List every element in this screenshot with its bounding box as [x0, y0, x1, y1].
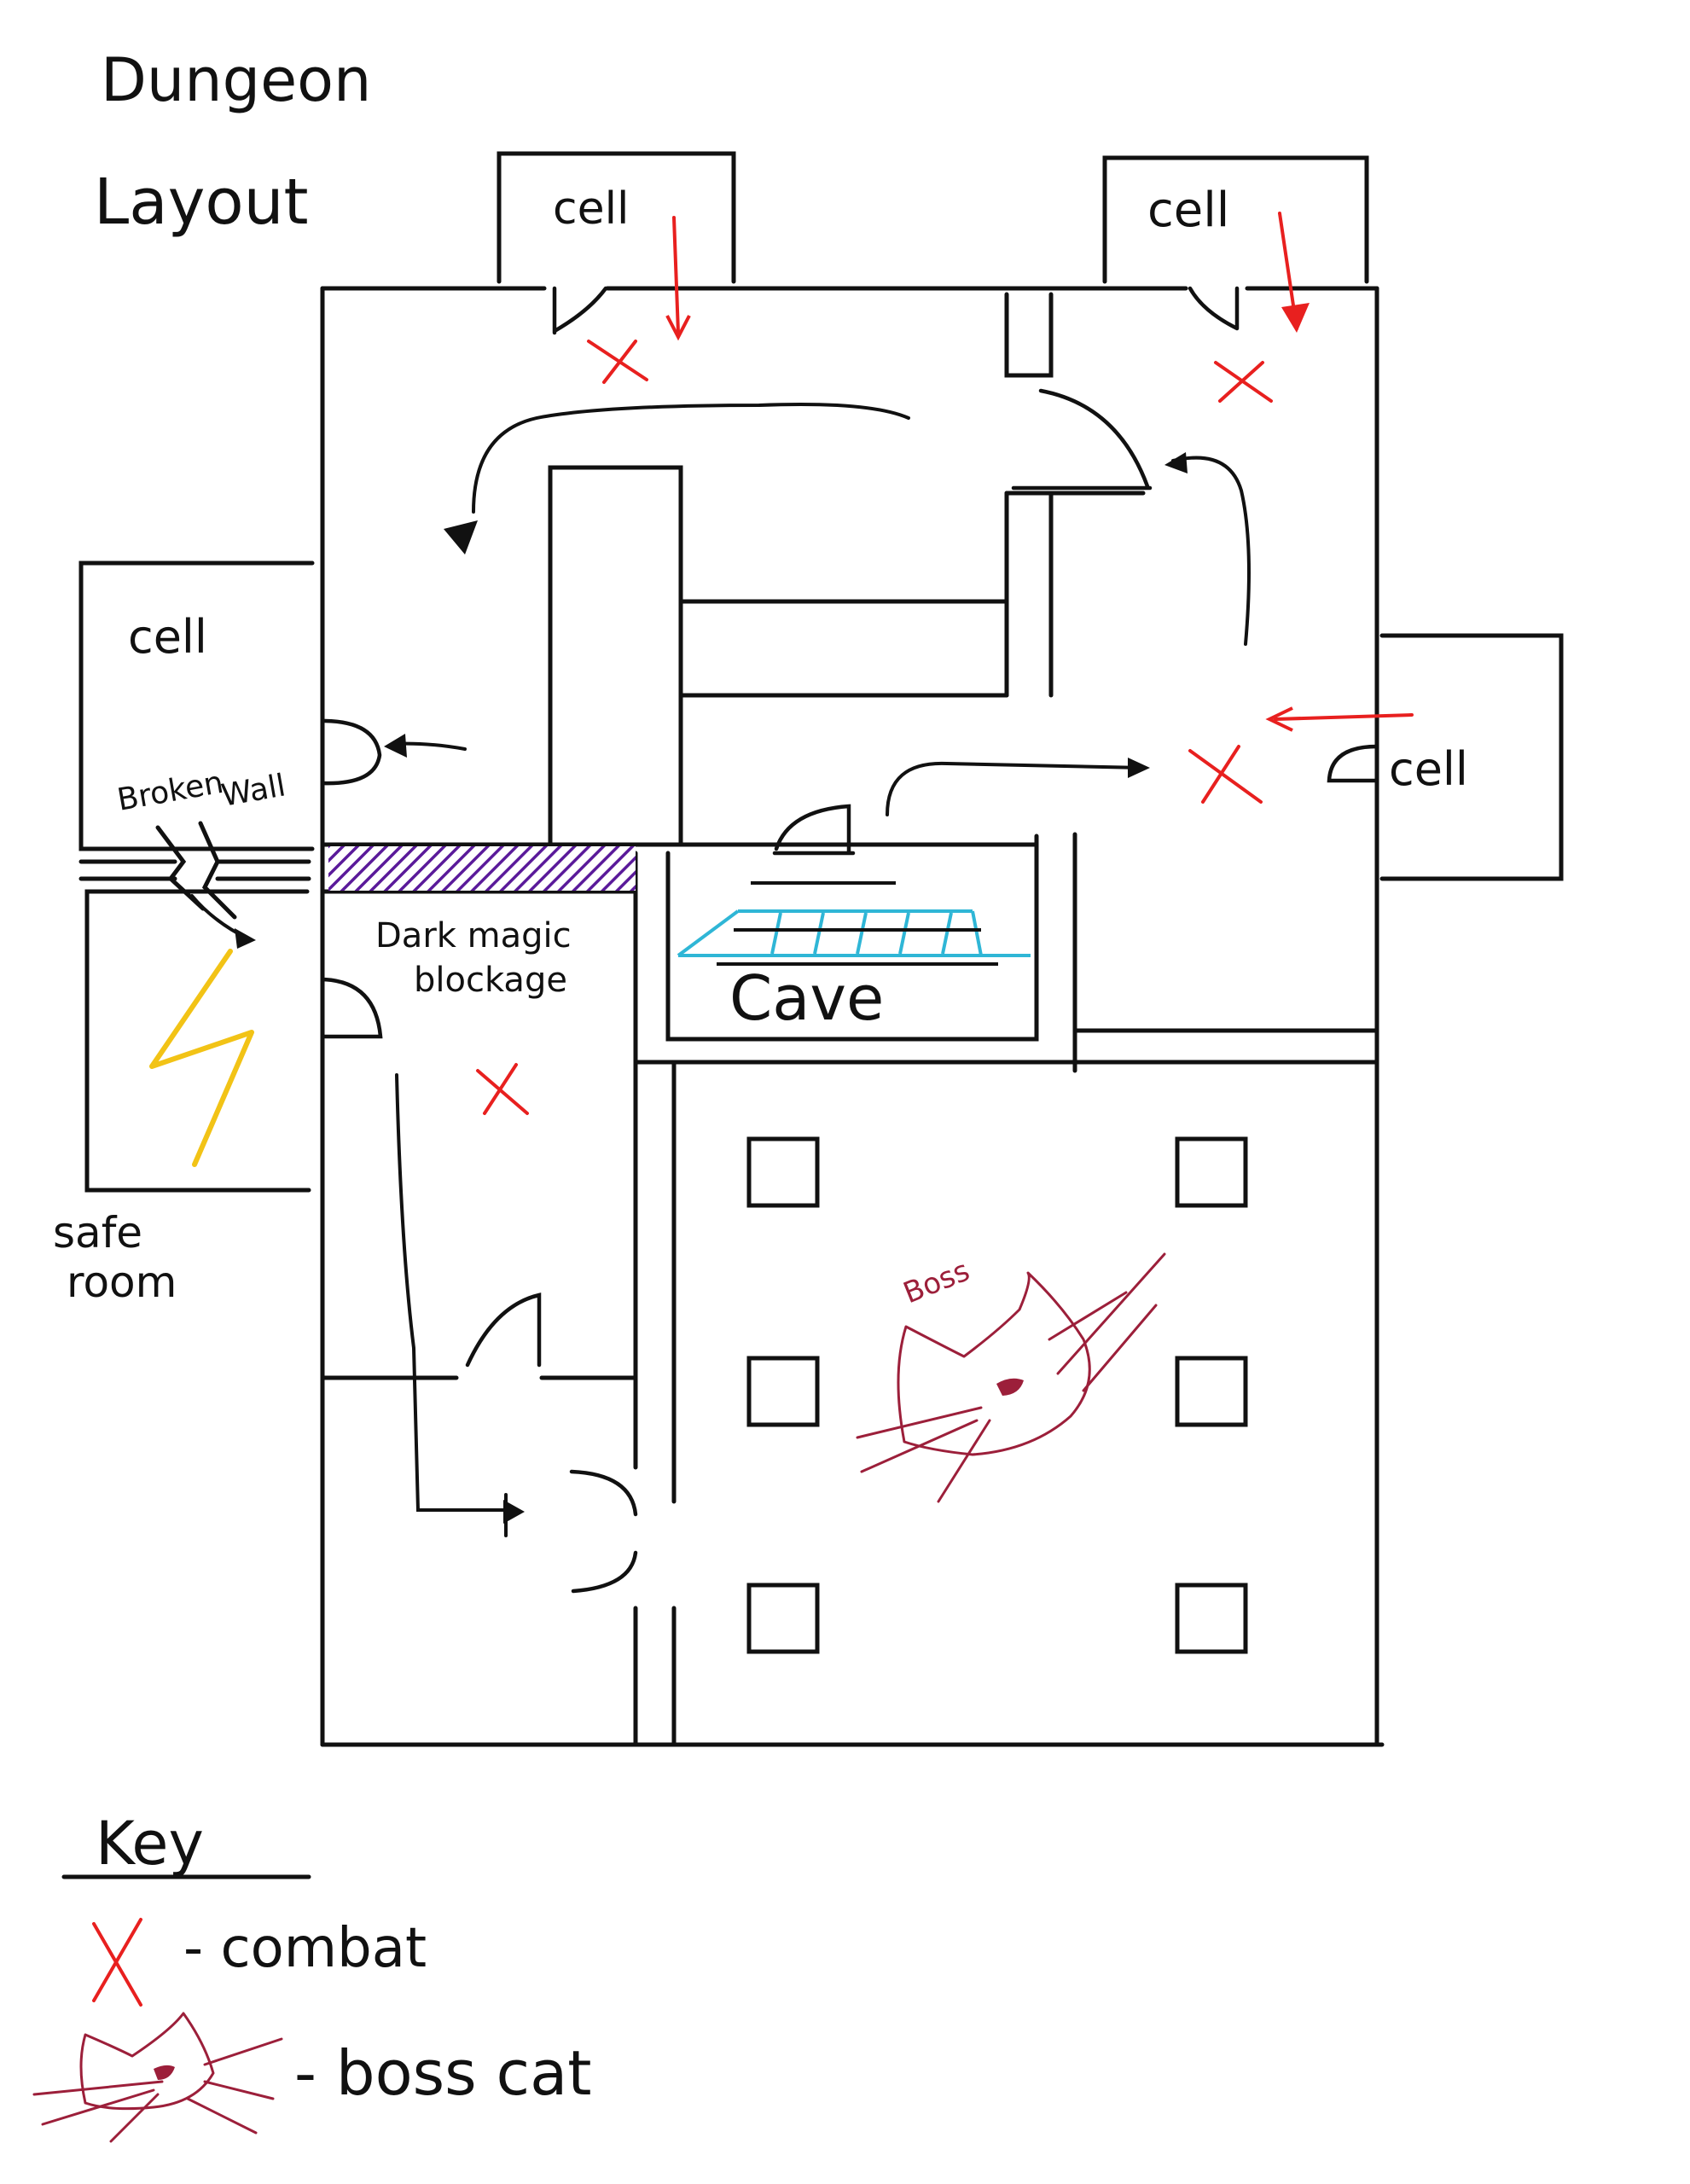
cell-top-right: cell: [1102, 155, 1369, 284]
boss-cat-icon: Boss: [856, 1252, 1166, 1503]
legend-boss-cat-label: - boss cat: [294, 2037, 591, 2109]
door-cave: [772, 804, 856, 856]
door-right-cell: [1327, 744, 1379, 783]
combat-x-icon: [587, 340, 648, 384]
cell-top-left-label: cell: [553, 183, 629, 235]
cave-label: Cave: [729, 962, 884, 1034]
path-arrow-cave-exit-head: [1128, 758, 1150, 778]
legend-combat-label: - combat: [183, 1917, 427, 1980]
door-left-cell: [320, 718, 382, 786]
legend-boss-cat-icon: [32, 2012, 283, 2143]
safe-room-label-line-1: safe: [53, 1208, 142, 1258]
enemy-arrow-top-left: [672, 216, 680, 334]
cell-right-label: cell: [1389, 742, 1468, 796]
dark-magic-label-line-2: blockage: [414, 961, 567, 1000]
broken-wall: Broken Wall: [78, 765, 311, 949]
legend: Key - combat - boss cat: [32, 1809, 591, 2143]
cell-top-right-label: cell: [1147, 183, 1229, 238]
pillar: [1175, 1356, 1248, 1427]
pillar: [1175, 1583, 1248, 1654]
combat-x-icon: [476, 1063, 529, 1115]
pillar: [746, 1356, 820, 1427]
map-title-line-2: Layout: [94, 166, 309, 239]
path-arrow-lower-head: [503, 1500, 525, 1524]
cell-top-left: cell: [497, 151, 736, 284]
broken-wall-label-broken: Broken: [114, 765, 225, 818]
pillar: [746, 1583, 820, 1654]
path-arrows: [384, 403, 1251, 1537]
cell-left-label: cell: [128, 610, 207, 664]
door-safe-room: [320, 977, 383, 1039]
doors: [320, 286, 1379, 1594]
legend-heading: Key: [96, 1809, 204, 1879]
interior-walls: [320, 292, 1379, 1747]
path-arrow-top: [472, 403, 910, 514]
safe-room: safe room: [53, 889, 325, 1307]
door-top-corridor: [1011, 388, 1153, 491]
enemy-arrow-top-right-head: [1281, 303, 1310, 333]
dark-magic-blockage: [328, 846, 636, 891]
broken-wall-arrowhead: [235, 928, 256, 949]
cell-right: cell: [1379, 633, 1564, 881]
dark-magic-label-line-1: Dark magic: [375, 916, 572, 956]
combat-x-icon: [1188, 745, 1263, 804]
door-top-left-cell: [552, 286, 608, 335]
boss-room-pillars: [746, 1136, 1248, 1654]
path-arrow-right: [1171, 456, 1251, 646]
enemy-arrow-right-cell-head: [1265, 706, 1293, 732]
path-arrow-top-head: [444, 520, 478, 555]
combat-markers: [476, 340, 1273, 1115]
broken-wall-label-wall: Wall: [218, 768, 287, 813]
door-lower-left: [465, 1292, 542, 1368]
outer-walls: [320, 286, 1385, 1747]
door-boss-room: [569, 1469, 638, 1594]
door-top-right-cell: [1188, 286, 1240, 331]
path-arrow-right-head: [1164, 452, 1188, 473]
enemy-entry-arrows: [665, 212, 1414, 732]
enemy-arrow-top-left-head: [665, 315, 691, 341]
pillar: [1175, 1136, 1248, 1208]
map-title-line-1: Dungeon: [101, 45, 371, 115]
combat-x-icon: [1214, 361, 1273, 403]
path-arrow-lower: [395, 1073, 514, 1512]
path-arrow-left-cell-head: [384, 734, 407, 758]
path-arrow-cave-exit: [886, 761, 1145, 816]
cell-left: cell: [78, 561, 315, 851]
boss-label: Boss: [898, 1253, 974, 1310]
enemy-arrow-right-cell: [1274, 713, 1414, 721]
safe-room-label-line-2: room: [67, 1258, 177, 1307]
legend-combat-x-icon: [92, 1918, 142, 2007]
lightning-icon: [149, 949, 254, 1167]
cave-room: Cave Dark magic blockage: [328, 846, 1031, 1034]
pillar: [746, 1136, 820, 1208]
